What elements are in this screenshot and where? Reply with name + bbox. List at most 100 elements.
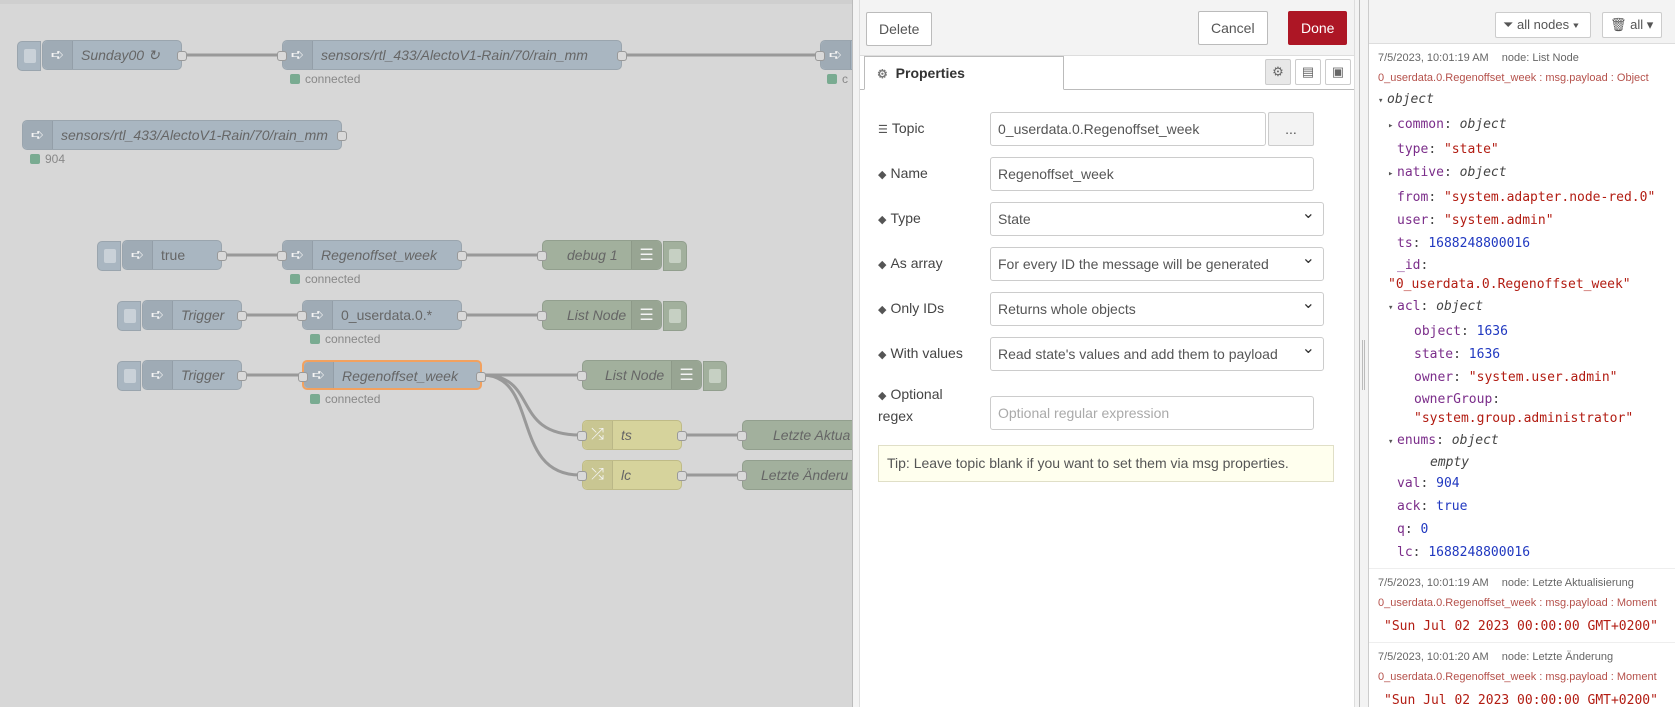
message-meta: 7/5/2023, 10:01:19 AM node: List Node bbox=[1378, 48, 1667, 68]
input-port[interactable] bbox=[577, 371, 587, 381]
ui-text-node[interactable]: Letzte Änderu bbox=[737, 460, 852, 490]
asarray-select[interactable]: For every ID the message will be generat… bbox=[990, 243, 1324, 281]
caret-down-icon: ▾ bbox=[1388, 303, 1394, 313]
input-port[interactable] bbox=[537, 251, 547, 261]
object-tree[interactable]: ▾object ▸common: object type: "state" ▸n… bbox=[1378, 88, 1667, 564]
inject-trigger-button[interactable] bbox=[97, 241, 121, 271]
tree-row-common[interactable]: ▸common: object bbox=[1378, 113, 1667, 138]
regex-input[interactable]: Optional regular expression bbox=[990, 396, 1314, 430]
output-port[interactable] bbox=[677, 431, 687, 441]
input-port[interactable] bbox=[737, 471, 747, 481]
tab-properties[interactable]: ⚙ Properties bbox=[864, 56, 1064, 90]
debug-node[interactable]: List Node ☰ bbox=[537, 300, 687, 331]
tree-root-row[interactable]: ▾object bbox=[1378, 88, 1667, 113]
tree-row-id: _id: bbox=[1397, 258, 1429, 273]
type-select[interactable]: State bbox=[990, 198, 1324, 236]
input-port[interactable] bbox=[537, 311, 547, 321]
input-port[interactable] bbox=[577, 431, 587, 441]
change-node[interactable]: ⤮ lc bbox=[577, 460, 687, 490]
appearance-tab-frame-icon[interactable]: ▣ bbox=[1325, 59, 1351, 85]
debug-node[interactable]: debug 1 ☰ bbox=[537, 240, 687, 271]
inject-node-sunday[interactable]: ➪ Sunday00 ↻ bbox=[17, 40, 187, 71]
tree-row-enums-empty: empty bbox=[1430, 455, 1470, 470]
onlyids-select[interactable]: Returns whole objects bbox=[990, 288, 1324, 326]
debug-message[interactable]: 7/5/2023, 10:01:19 AM node: List Node 0_… bbox=[1369, 44, 1675, 569]
cancel-button[interactable]: Cancel bbox=[1198, 11, 1268, 45]
tree-row-acl-ownergroup: ownerGroup: bbox=[1414, 392, 1501, 407]
filter-nodes-dropdown[interactable]: ⏷ all nodes ▾ bbox=[1495, 12, 1591, 38]
inject-trigger-button[interactable] bbox=[117, 301, 141, 331]
message-node-link[interactable]: node: Letzte Aktualisierung bbox=[1501, 577, 1634, 589]
output-port[interactable] bbox=[457, 251, 467, 261]
node-label: Letzte Aktua bbox=[773, 427, 851, 443]
input-port[interactable] bbox=[277, 251, 287, 261]
iobroker-out-node-partial[interactable]: ➪ bbox=[815, 40, 852, 70]
inject-trigger-button[interactable] bbox=[17, 41, 41, 71]
input-port[interactable] bbox=[277, 51, 287, 61]
getobject-node-selected[interactable]: ➪ Regenoffset_week bbox=[298, 360, 486, 390]
change-node[interactable]: ⤮ ts bbox=[577, 420, 687, 450]
flow-workspace[interactable]: ➪ Sunday00 ↻ ➪ sensors/rtl_433/AlectoV1-… bbox=[0, 0, 852, 707]
inject-node-trigger[interactable]: ➪ Trigger bbox=[117, 360, 247, 391]
debug-message[interactable]: 7/5/2023, 10:01:19 AM node: Letzte Aktua… bbox=[1369, 569, 1675, 643]
message-node-link[interactable]: node: Letzte Änderung bbox=[1501, 651, 1614, 663]
output-port[interactable] bbox=[237, 311, 247, 321]
settings-tab-gear-icon[interactable]: ⚙ bbox=[1265, 59, 1291, 85]
node-status: c bbox=[827, 72, 848, 86]
output-port[interactable] bbox=[476, 372, 486, 382]
asarray-label: ◆As array bbox=[878, 255, 943, 271]
filter-icon: ⏷ bbox=[1503, 17, 1514, 32]
getobject-node[interactable]: ➪ Regenoffset_week bbox=[277, 240, 467, 270]
output-port[interactable] bbox=[217, 251, 227, 261]
input-port[interactable] bbox=[297, 311, 307, 321]
done-button[interactable]: Done bbox=[1288, 11, 1348, 45]
caret-right-icon: ▸ bbox=[1388, 169, 1394, 179]
tree-row-acl-ownergroup-value: "system.group.administrator" bbox=[1414, 411, 1634, 426]
withvalues-select[interactable]: Read state's values and add them to payl… bbox=[990, 333, 1324, 371]
ui-text-node[interactable]: Letzte Aktua bbox=[737, 420, 852, 450]
message-meta: 7/5/2023, 10:01:19 AM node: Letzte Aktua… bbox=[1378, 573, 1667, 593]
delete-button[interactable]: Delete bbox=[866, 12, 933, 46]
output-port[interactable] bbox=[237, 371, 247, 381]
inject-node-true[interactable]: ➪ true bbox=[97, 240, 227, 271]
tree-row-acl-state: state: 1636 bbox=[1414, 347, 1501, 362]
mqtt-in-icon: ➪ bbox=[23, 121, 53, 149]
message-time: 7/5/2023, 10:01:20 AM bbox=[1378, 651, 1489, 663]
sidebar-splitter[interactable] bbox=[1360, 0, 1368, 707]
getobject-node[interactable]: ➪ 0_userdata.0.* bbox=[297, 300, 467, 330]
message-time: 7/5/2023, 10:01:19 AM bbox=[1378, 577, 1489, 589]
message-topic: 0_userdata.0.Regenoffset_week : msg.payl… bbox=[1378, 72, 1649, 84]
browse-button[interactable]: ... bbox=[1268, 112, 1314, 146]
message-node-link[interactable]: node: List Node bbox=[1501, 52, 1579, 64]
description-tab-document-icon[interactable]: ▤ bbox=[1295, 59, 1321, 85]
output-port[interactable] bbox=[177, 51, 187, 61]
debug-message[interactable]: 7/5/2023, 10:01:20 AM node: Letzte Änder… bbox=[1369, 643, 1675, 707]
shuffle-icon: ⤮ bbox=[583, 461, 613, 489]
debug-toggle-button[interactable] bbox=[703, 361, 727, 391]
topic-input[interactable]: 0_userdata.0.Regenoffset_week bbox=[990, 112, 1266, 146]
debug-toggle-button[interactable] bbox=[663, 241, 687, 271]
debug-toggle-button[interactable] bbox=[663, 301, 687, 331]
splitter-grip[interactable] bbox=[1362, 340, 1365, 390]
output-port[interactable] bbox=[337, 131, 347, 141]
input-port[interactable] bbox=[577, 471, 587, 481]
output-port[interactable] bbox=[617, 51, 627, 61]
output-port[interactable] bbox=[457, 311, 467, 321]
inject-node-trigger[interactable]: ➪ Trigger bbox=[117, 300, 247, 331]
name-input[interactable]: Regenoffset_week bbox=[990, 157, 1314, 191]
node-label: 0_userdata.0.* bbox=[341, 307, 433, 323]
debug-node[interactable]: List Node ☰ bbox=[577, 360, 727, 391]
input-port[interactable] bbox=[737, 431, 747, 441]
tree-row-native[interactable]: ▸native: object bbox=[1378, 161, 1667, 186]
message-value: "Sun Jul 02 2023 00:00:00 GMT+0200" bbox=[1384, 693, 1658, 707]
output-port[interactable] bbox=[677, 471, 687, 481]
input-port[interactable] bbox=[815, 51, 825, 61]
caret-right-icon: ▸ bbox=[1388, 121, 1394, 131]
tree-row-enums[interactable]: ▾enums: object bbox=[1378, 429, 1667, 454]
input-port[interactable] bbox=[298, 372, 308, 382]
mqtt-in-node[interactable]: ➪ sensors/rtl_433/AlectoV1-Rain/70/rain_… bbox=[22, 120, 347, 150]
iobroker-in-node[interactable]: ➪ sensors/rtl_433/AlectoV1-Rain/70/rain_… bbox=[277, 40, 627, 70]
tree-row-acl[interactable]: ▾acl: object bbox=[1378, 295, 1667, 320]
clear-messages-dropdown[interactable]: 🗑 all ▾ bbox=[1602, 12, 1662, 38]
inject-trigger-button[interactable] bbox=[117, 361, 141, 391]
